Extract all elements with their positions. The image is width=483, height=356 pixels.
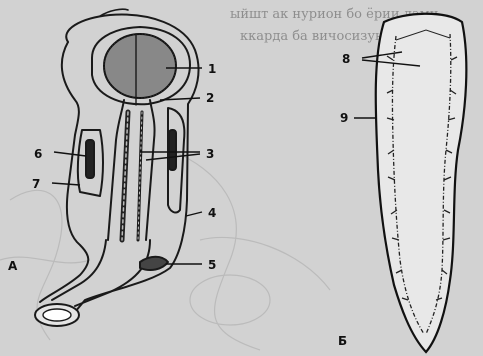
label-4: 4 bbox=[208, 206, 216, 220]
label-8: 8 bbox=[342, 52, 350, 66]
label-6: 6 bbox=[34, 147, 42, 161]
left-organ bbox=[86, 140, 94, 178]
oral-sucker bbox=[104, 34, 176, 98]
label-7: 7 bbox=[32, 177, 40, 191]
label-2: 2 bbox=[206, 91, 214, 105]
panel-label-a: А bbox=[8, 259, 18, 273]
bleed-text-line-2: ккарда ба вичосизуни bbox=[240, 29, 392, 44]
label-1: 1 bbox=[208, 62, 216, 76]
panel-label-b: Б bbox=[338, 334, 347, 348]
label-3: 3 bbox=[206, 147, 214, 161]
label-5: 5 bbox=[208, 258, 216, 272]
label-9: 9 bbox=[340, 111, 348, 125]
right-organ bbox=[169, 130, 176, 170]
tail-opening-inner bbox=[43, 309, 71, 321]
